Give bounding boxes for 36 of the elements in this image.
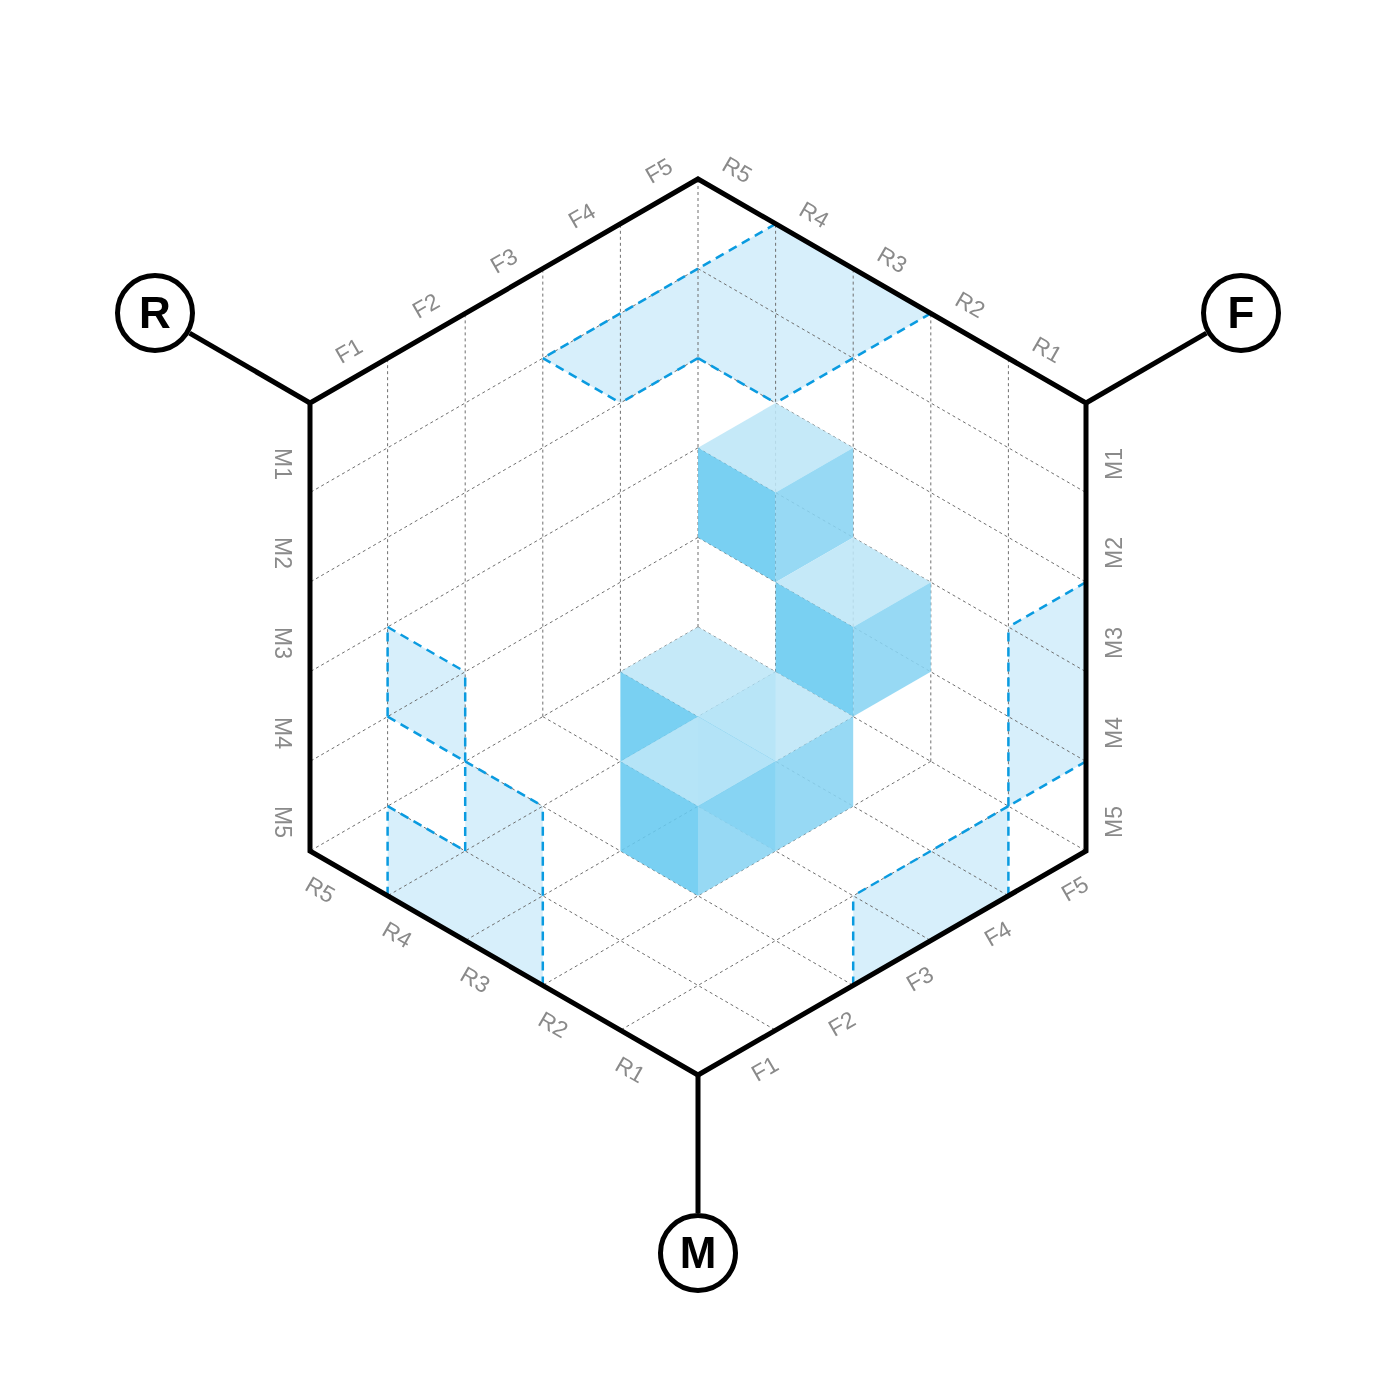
axis-tick-label: R3: [456, 962, 494, 998]
axis-tick-label: F5: [1057, 872, 1093, 907]
axis-tick-label: M3: [1102, 627, 1126, 659]
connector-line: [695, 1075, 701, 1213]
axis-tick-label: R5: [718, 153, 756, 188]
axis-circle: M: [658, 1213, 738, 1293]
axis-tick-label: F2: [825, 1007, 860, 1041]
axis-tick-label: M1: [270, 447, 294, 480]
axis-tick-label: R2: [534, 1007, 572, 1043]
axis-tick-label: M4: [1102, 716, 1126, 749]
axis-tick-label: F4: [980, 917, 1015, 951]
axis-tick-label: F1: [747, 1051, 783, 1086]
axis-tick-label: R1: [611, 1052, 649, 1087]
axis-tick-label: R4: [795, 197, 833, 233]
axis-tick-label: F3: [486, 244, 522, 278]
axis-tick-label: F1: [331, 333, 367, 368]
axis-tick-label: R1: [1028, 332, 1066, 367]
axis-tick-label: R4: [378, 917, 416, 953]
axis-tick-label: M2: [1102, 537, 1126, 570]
axis-tick-label: R3: [873, 242, 911, 278]
connector-line: [188, 330, 312, 406]
axis-tick-label: M5: [1102, 806, 1126, 839]
axis-tick-label: F5: [641, 154, 677, 189]
axis-circle: F: [1201, 273, 1281, 353]
axis-tick-label: F4: [564, 199, 599, 233]
axis-tick-label: M1: [1102, 447, 1126, 480]
axis-tick-label: R5: [301, 873, 339, 908]
axis-tick-label: F2: [409, 289, 444, 323]
axis-tick-label: R2: [951, 287, 989, 323]
axis-circle: R: [115, 273, 195, 353]
connector-line: [1084, 330, 1208, 406]
axis-tick-label: M2: [270, 537, 294, 570]
axis-tick-label: M3: [270, 627, 294, 659]
axis-tick-label: M4: [270, 716, 294, 749]
axis-tick-label: F3: [902, 962, 938, 996]
axis-tick-label: M5: [270, 806, 294, 839]
